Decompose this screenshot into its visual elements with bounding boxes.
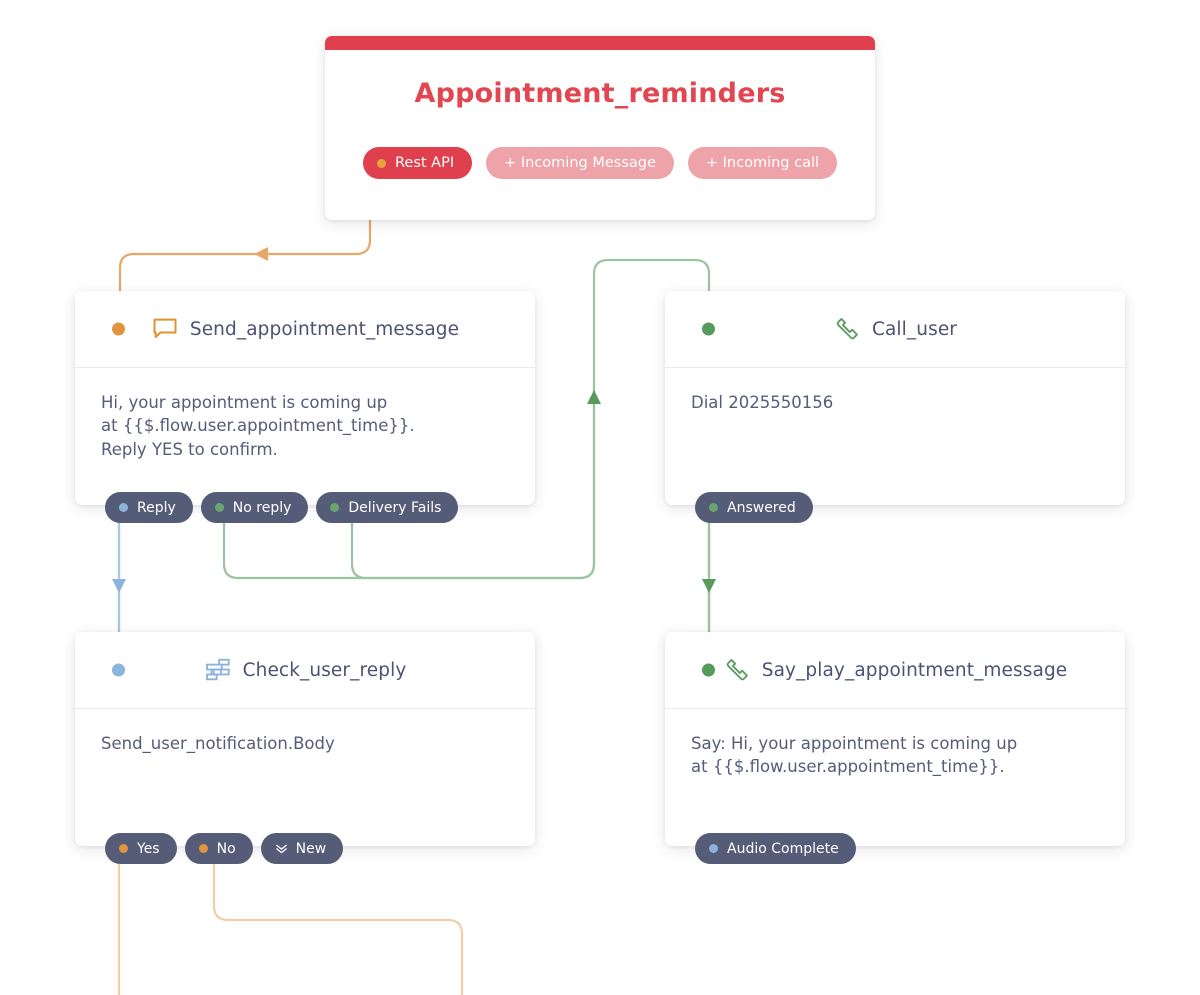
rest-api-dot-icon	[376, 158, 386, 168]
phone-icon	[726, 659, 748, 681]
trigger-accent-bar	[325, 36, 875, 50]
speech-bubble-icon	[153, 318, 177, 339]
arrowhead-restapi-to-send-message	[254, 247, 268, 261]
outcome-dot-icon	[330, 503, 340, 512]
outcome-chip-answered[interactable]: Answered	[695, 492, 813, 523]
outcome-dot-icon	[709, 503, 718, 512]
outcome-dot-icon	[119, 503, 128, 512]
outcome-chip-no[interactable]: No	[184, 833, 253, 864]
double-chevron-down-icon	[275, 844, 287, 854]
split-branch-icon	[205, 658, 230, 681]
node-title: Call_user	[871, 318, 958, 340]
flow-title: Appointment_reminders	[414, 78, 786, 109]
node-header: Check_user_reply	[75, 632, 535, 709]
arrowhead-reply-to-check-user-reply	[112, 579, 126, 593]
node-outcome-chips: Audio Complete	[695, 833, 856, 864]
arrowhead-answered-to-say-play	[702, 579, 716, 593]
trigger-chip-add-incoming-call[interactable]: + Incoming call	[687, 147, 838, 179]
outcome-chip-audio-complete[interactable]: Audio Complete	[695, 833, 856, 864]
outcome-chip-label: No	[216, 840, 236, 857]
outcome-chip-delivery-fails[interactable]: Delivery Fails	[316, 492, 459, 523]
outcome-dot-icon	[214, 503, 224, 512]
trigger-chip-label: + Incoming call	[705, 155, 820, 171]
node-body-text: Hi, your appointment is coming up at {{$…	[101, 393, 415, 459]
node-header: Call_user	[665, 291, 1125, 368]
outcome-dot-icon	[198, 844, 208, 853]
phone-icon	[836, 318, 858, 340]
node-say-play-appointment-message[interactable]: Say_play_appointment_message Say: Hi, yo…	[665, 632, 1125, 864]
node-title: Say_play_appointment_message	[761, 659, 1068, 681]
outcome-chip-reply[interactable]: Reply	[105, 492, 193, 523]
outcome-chip-yes[interactable]: Yes	[105, 833, 177, 864]
wire-no-outgoing	[212, 843, 464, 995]
outcome-chip-no-reply[interactable]: No reply	[200, 492, 309, 523]
trigger-card: Appointment_reminders Rest API + Incomin…	[325, 36, 875, 220]
node-header: Send_appointment_message	[75, 291, 535, 368]
outcome-chip-label: Reply	[137, 499, 176, 516]
trigger-chip-row: Rest API + Incoming Message + Incoming c…	[325, 147, 875, 179]
node-outcome-chips: Answered	[695, 492, 813, 523]
outcome-chip-label: No reply	[232, 499, 292, 516]
trigger-chip-add-incoming-message[interactable]: + Incoming Message	[486, 147, 674, 179]
node-body-text: Say: Hi, your appointment is coming up a…	[691, 734, 1018, 777]
node-outcome-chips: Reply No reply Delivery Fails	[105, 492, 459, 523]
node-body-text: Send_user_notification.Body	[101, 734, 335, 753]
trigger-chip-rest-api[interactable]: Rest API	[362, 147, 473, 179]
outcome-dot-icon	[709, 844, 718, 853]
node-outcome-chips: Yes No New	[105, 833, 344, 864]
trigger-chip-label: Rest API	[394, 155, 455, 171]
node-title: Check_user_reply	[242, 659, 407, 681]
outcome-chip-label: Yes	[137, 840, 160, 857]
outcome-dot-icon	[119, 844, 128, 853]
input-anchor-dot-icon[interactable]	[112, 322, 125, 336]
node-title: Send_appointment_message	[189, 318, 460, 340]
arrowhead-to-call-user	[587, 390, 601, 404]
outcome-chip-label: Answered	[727, 499, 796, 516]
node-check-user-reply[interactable]: Check_user_reply Send_user_notification.…	[75, 632, 535, 864]
outcome-chip-new[interactable]: New	[260, 833, 344, 864]
trigger-chip-label: + Incoming Message	[504, 155, 656, 171]
outcome-chip-label: Audio Complete	[727, 840, 839, 857]
node-call-user[interactable]: Call_user Dial 2025550156 Answered	[665, 291, 1125, 523]
outcome-chip-label: New	[295, 840, 327, 857]
input-anchor-dot-icon[interactable]	[112, 663, 125, 677]
node-send-appointment-message[interactable]: Send_appointment_message Hi, your appoin…	[75, 291, 535, 523]
outcome-chip-label: Delivery Fails	[348, 499, 442, 516]
input-anchor-dot-icon[interactable]	[702, 322, 715, 336]
node-body-text: Dial 2025550156	[691, 393, 834, 412]
node-header: Say_play_appointment_message	[665, 632, 1125, 709]
input-anchor-dot-icon[interactable]	[702, 663, 715, 677]
